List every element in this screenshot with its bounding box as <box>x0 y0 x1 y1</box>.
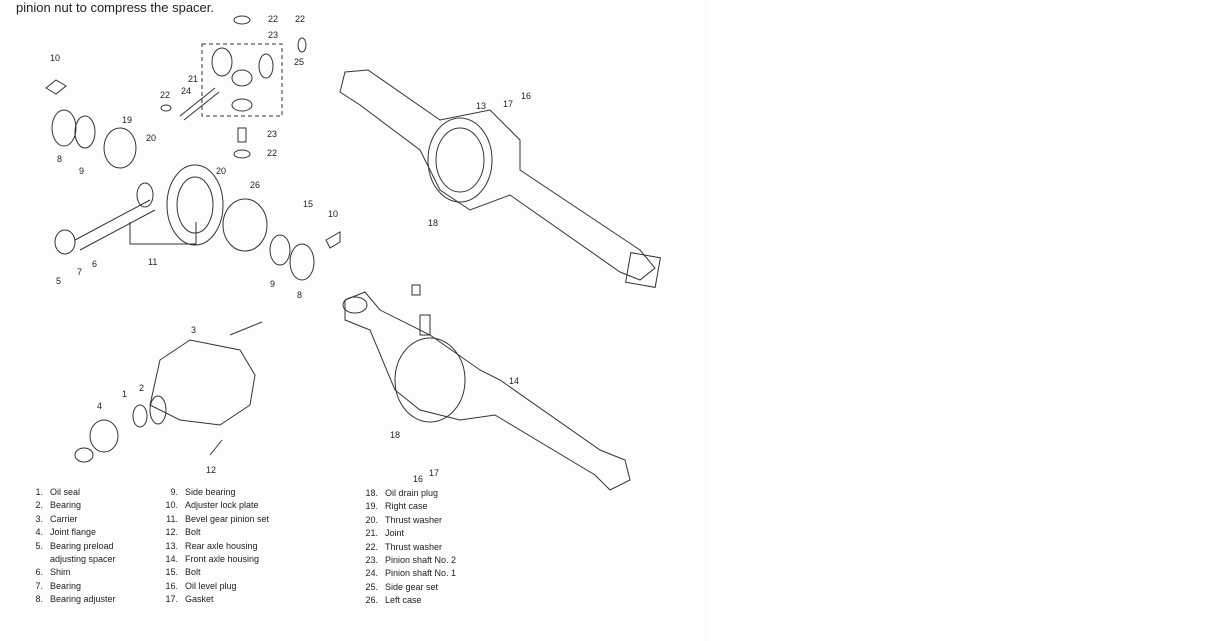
callout-label: 8 <box>297 290 303 300</box>
exploded-diagram <box>45 15 661 491</box>
legend-item: 25.Side gear set <box>365 581 439 592</box>
callout-label: 5 <box>56 276 62 286</box>
legend-column-1: 1.Oil seal 2.Bearing 3.Carrier 4.Joint f… <box>21 486 116 607</box>
callout-label: 9 <box>79 166 85 176</box>
callout-label: 11 <box>148 257 158 267</box>
callout-label: 22 <box>267 148 278 158</box>
callout-label: 21 <box>188 74 199 84</box>
legend-item: 5.Bearing preload <box>35 540 114 551</box>
legend-column-2: 9.Side bearing 10.Adjuster lock plate 11… <box>156 486 269 607</box>
callout-label: 17 <box>503 99 514 109</box>
callout-label: 3 <box>191 325 197 335</box>
thrust-washer-part <box>233 15 251 25</box>
legend-item: 18.Oil drain plug <box>365 488 439 498</box>
callout-label: 9 <box>270 279 276 289</box>
callout-label: 22 <box>268 14 279 24</box>
ring-gear-part <box>166 164 224 246</box>
callout-label: 22 <box>160 90 171 100</box>
manual-page: pinion nut to compress the spacer. <box>16 0 661 608</box>
left-case-part <box>222 198 268 252</box>
callout-label: 23 <box>268 30 279 40</box>
callout-label: 19 <box>122 115 133 125</box>
legend-item: 3.Carrier <box>35 513 78 524</box>
callout-label: 6 <box>92 259 98 269</box>
callout-label: 20 <box>146 133 157 143</box>
legend-item: 11.Bevel gear pinion set <box>166 513 270 524</box>
legend-item: adjusting spacer <box>50 554 116 565</box>
legend-item: 14.Front axle housing <box>165 554 260 565</box>
side-gear-box <box>201 43 283 117</box>
callout-label: 20 <box>216 166 227 176</box>
legend-item: 13.Rear axle housing <box>165 540 258 551</box>
legend-item: 23.Pinion shaft No. 2 <box>365 555 457 566</box>
legend-item: 8.Bearing adjuster <box>35 594 116 605</box>
legend-item: 6.Shim <box>35 567 71 578</box>
legend-item: 26.Left case <box>365 595 422 606</box>
legend-item: 2.Bearing <box>35 500 82 511</box>
callout-label: 23 <box>267 129 278 139</box>
legend-item: 19.Right case <box>365 501 428 512</box>
side-gear-part <box>211 47 233 77</box>
legend-item: 20.Thrust washer <box>365 514 443 525</box>
legend-item: 17.Gasket <box>165 594 214 605</box>
callout-label: 15 <box>303 199 314 209</box>
callout-label: 16 <box>413 474 424 484</box>
legend-item: 7.Bearing <box>35 580 82 591</box>
legend-item: 24.Pinion shaft No. 1 <box>365 568 457 579</box>
legend-item: 12.Bolt <box>165 527 201 538</box>
legend-item: 22.Thrust washer <box>365 541 443 552</box>
callout-label: 26 <box>250 180 261 190</box>
right-case-part <box>103 127 137 169</box>
rear-axle-housing-part <box>339 69 661 288</box>
legend-item: 21.Joint <box>365 528 405 539</box>
legend-item: 16.Oil level plug <box>165 580 237 591</box>
intro-text: pinion nut to compress the spacer. <box>16 0 215 15</box>
legend-item: 15.Bolt <box>165 567 201 578</box>
callout-label: 2 <box>139 383 145 393</box>
callout-label: 25 <box>294 57 305 67</box>
callout-label: 16 <box>521 91 532 101</box>
bearing-adjuster-part <box>51 109 77 147</box>
front-axle-housing-part <box>342 284 631 491</box>
callout-label: 24 <box>181 86 192 96</box>
legend-column-3: 18.Oil drain plug 19.Right case 20.Thrus… <box>356 487 456 608</box>
callout-label: 10 <box>328 209 339 219</box>
carrier-part <box>74 321 263 463</box>
legend-item: 10.Adjuster lock plate <box>165 500 259 511</box>
callout-label: 18 <box>390 430 401 440</box>
callout-label: 4 <box>97 401 103 411</box>
callout-label: 18 <box>428 218 439 228</box>
callout-label: 7 <box>77 267 83 277</box>
callout-label: 17 <box>429 468 440 478</box>
callout-label: 8 <box>57 154 63 164</box>
callout-label: 12 <box>206 465 217 475</box>
callout-label: 1 <box>122 389 128 399</box>
callout-label: 13 <box>476 101 487 111</box>
legend-item: 1.Oil seal <box>35 487 81 497</box>
callout-label: 22 <box>295 14 306 24</box>
legend-item: 4.Joint flange <box>35 527 97 538</box>
callout-label: 14 <box>509 376 520 386</box>
legend-item: 9.Side bearing <box>170 487 236 497</box>
callout-label: 10 <box>50 53 61 63</box>
